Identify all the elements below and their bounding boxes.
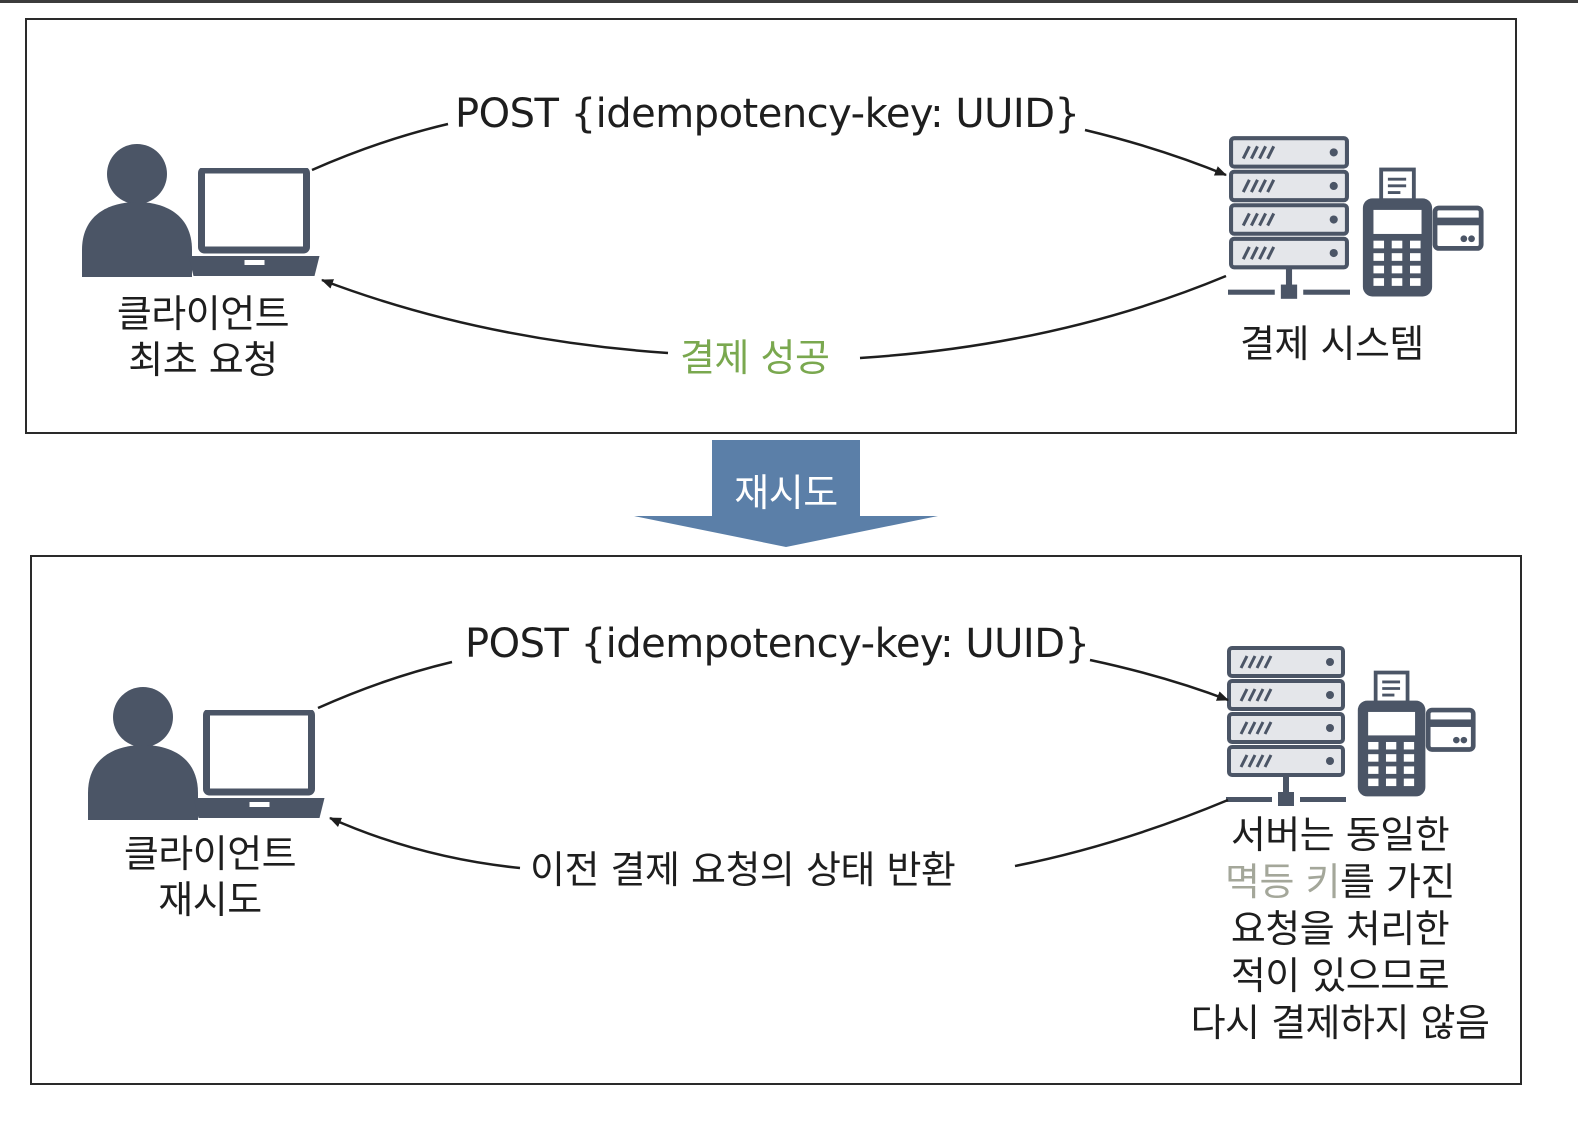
server-rack-icon — [1228, 138, 1350, 299]
server-note-line4: 적이 있으므로 — [1230, 954, 1450, 998]
client-label-line2: 최초 요청 — [128, 337, 278, 382]
card-terminal-icon — [1363, 170, 1481, 297]
user-icon — [82, 144, 192, 277]
idempotency-key-highlight: 멱등 키 — [1225, 860, 1340, 904]
server-note-line5: 다시 결제하지 않음 — [1190, 1001, 1490, 1045]
server-note-line1: 서버는 동일한 — [1230, 813, 1450, 857]
response-arrow-line-top — [859, 274, 1227, 360]
response-arrow-head-bottom — [329, 816, 521, 870]
retry-request-panel — [30, 555, 1522, 1085]
request-label-top: POST {idempotency-key: UUID} — [455, 91, 1080, 137]
request-arrow-head-bottom — [1089, 658, 1229, 702]
response-arrow-head-top — [321, 278, 669, 355]
response-arrow-line-bottom — [1014, 798, 1229, 868]
retry-down-arrow — [634, 440, 938, 547]
server-note: 서버는 동일한 멱등 키를 가진 요청을 처리한 적이 있으므로 다시 결제하지… — [1180, 812, 1500, 1047]
request-arrow-line-top — [311, 122, 449, 172]
client-label-line2: 재시도 — [158, 877, 262, 922]
server-note-line2-rest: 를 가진 — [1340, 860, 1455, 904]
client-label-line1: 클라이언트 — [123, 832, 297, 876]
payment-success-label: 결제 성공 — [680, 336, 830, 380]
server-rack-icon — [1226, 646, 1346, 808]
request-arrow-head-top — [1084, 128, 1227, 177]
laptop-icon — [189, 170, 320, 276]
retry-label: 재시도 — [734, 471, 838, 515]
client-label-bottom: 클라이언트 재시도 — [95, 832, 325, 923]
request-arrow-line-bottom — [317, 660, 453, 710]
request-label-bottom: POST {idempotency-key: UUID} — [465, 621, 1090, 667]
card-terminal-icon — [1358, 673, 1473, 797]
client-label-top: 클라이언트 최초 요청 — [88, 292, 318, 383]
previous-status-label: 이전 결제 요청의 상태 반환 — [530, 848, 956, 892]
user-icon — [88, 687, 198, 820]
payment-system-label: 결제 시스템 — [1240, 322, 1424, 366]
laptop-icon — [194, 712, 325, 818]
server-note-line2: 멱등 키를 가진 — [1180, 859, 1500, 906]
top-border-line — [0, 0, 1578, 3]
client-label-line1: 클라이언트 — [116, 292, 290, 336]
server-note-line3: 요청을 처리한 — [1230, 907, 1450, 951]
